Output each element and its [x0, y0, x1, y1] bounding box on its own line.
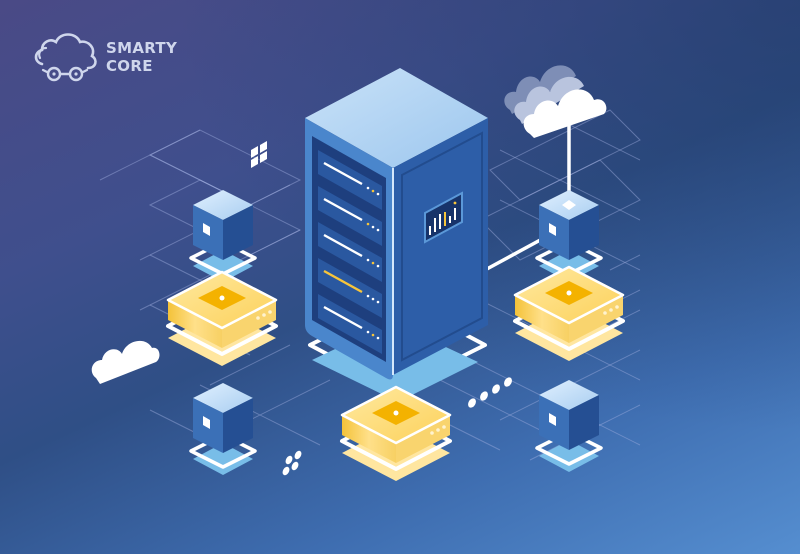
- brand-name-line2: CORE: [106, 57, 153, 75]
- drive-bay: [318, 258, 382, 318]
- cloud-car-icon: [34, 33, 97, 82]
- cube-node-icon: [535, 380, 603, 472]
- drive-bay: [318, 150, 382, 210]
- cube-node-icon: [189, 190, 257, 282]
- drive-bay: [318, 222, 382, 282]
- server-rack-icon: [305, 68, 488, 402]
- drive-bay: [318, 294, 382, 354]
- cube-node-icon: [189, 383, 257, 475]
- chip-node-icon: [166, 270, 278, 366]
- drive-bay: [318, 186, 382, 246]
- drive-bays: [318, 150, 382, 354]
- chart-display-icon: [424, 191, 463, 244]
- brand-name-line1: SMARTY: [106, 39, 178, 57]
- brand-logo: SMARTY CORE: [30, 28, 177, 86]
- chip-node-icon: [340, 385, 452, 481]
- dots-icon: [282, 377, 512, 476]
- brand-name: SMARTY CORE: [106, 39, 177, 75]
- chip-node-icon: [513, 265, 625, 361]
- grid-tiles-icon: [251, 141, 267, 168]
- cloud-icon: [91, 340, 160, 384]
- cloud-icon: [504, 65, 607, 138]
